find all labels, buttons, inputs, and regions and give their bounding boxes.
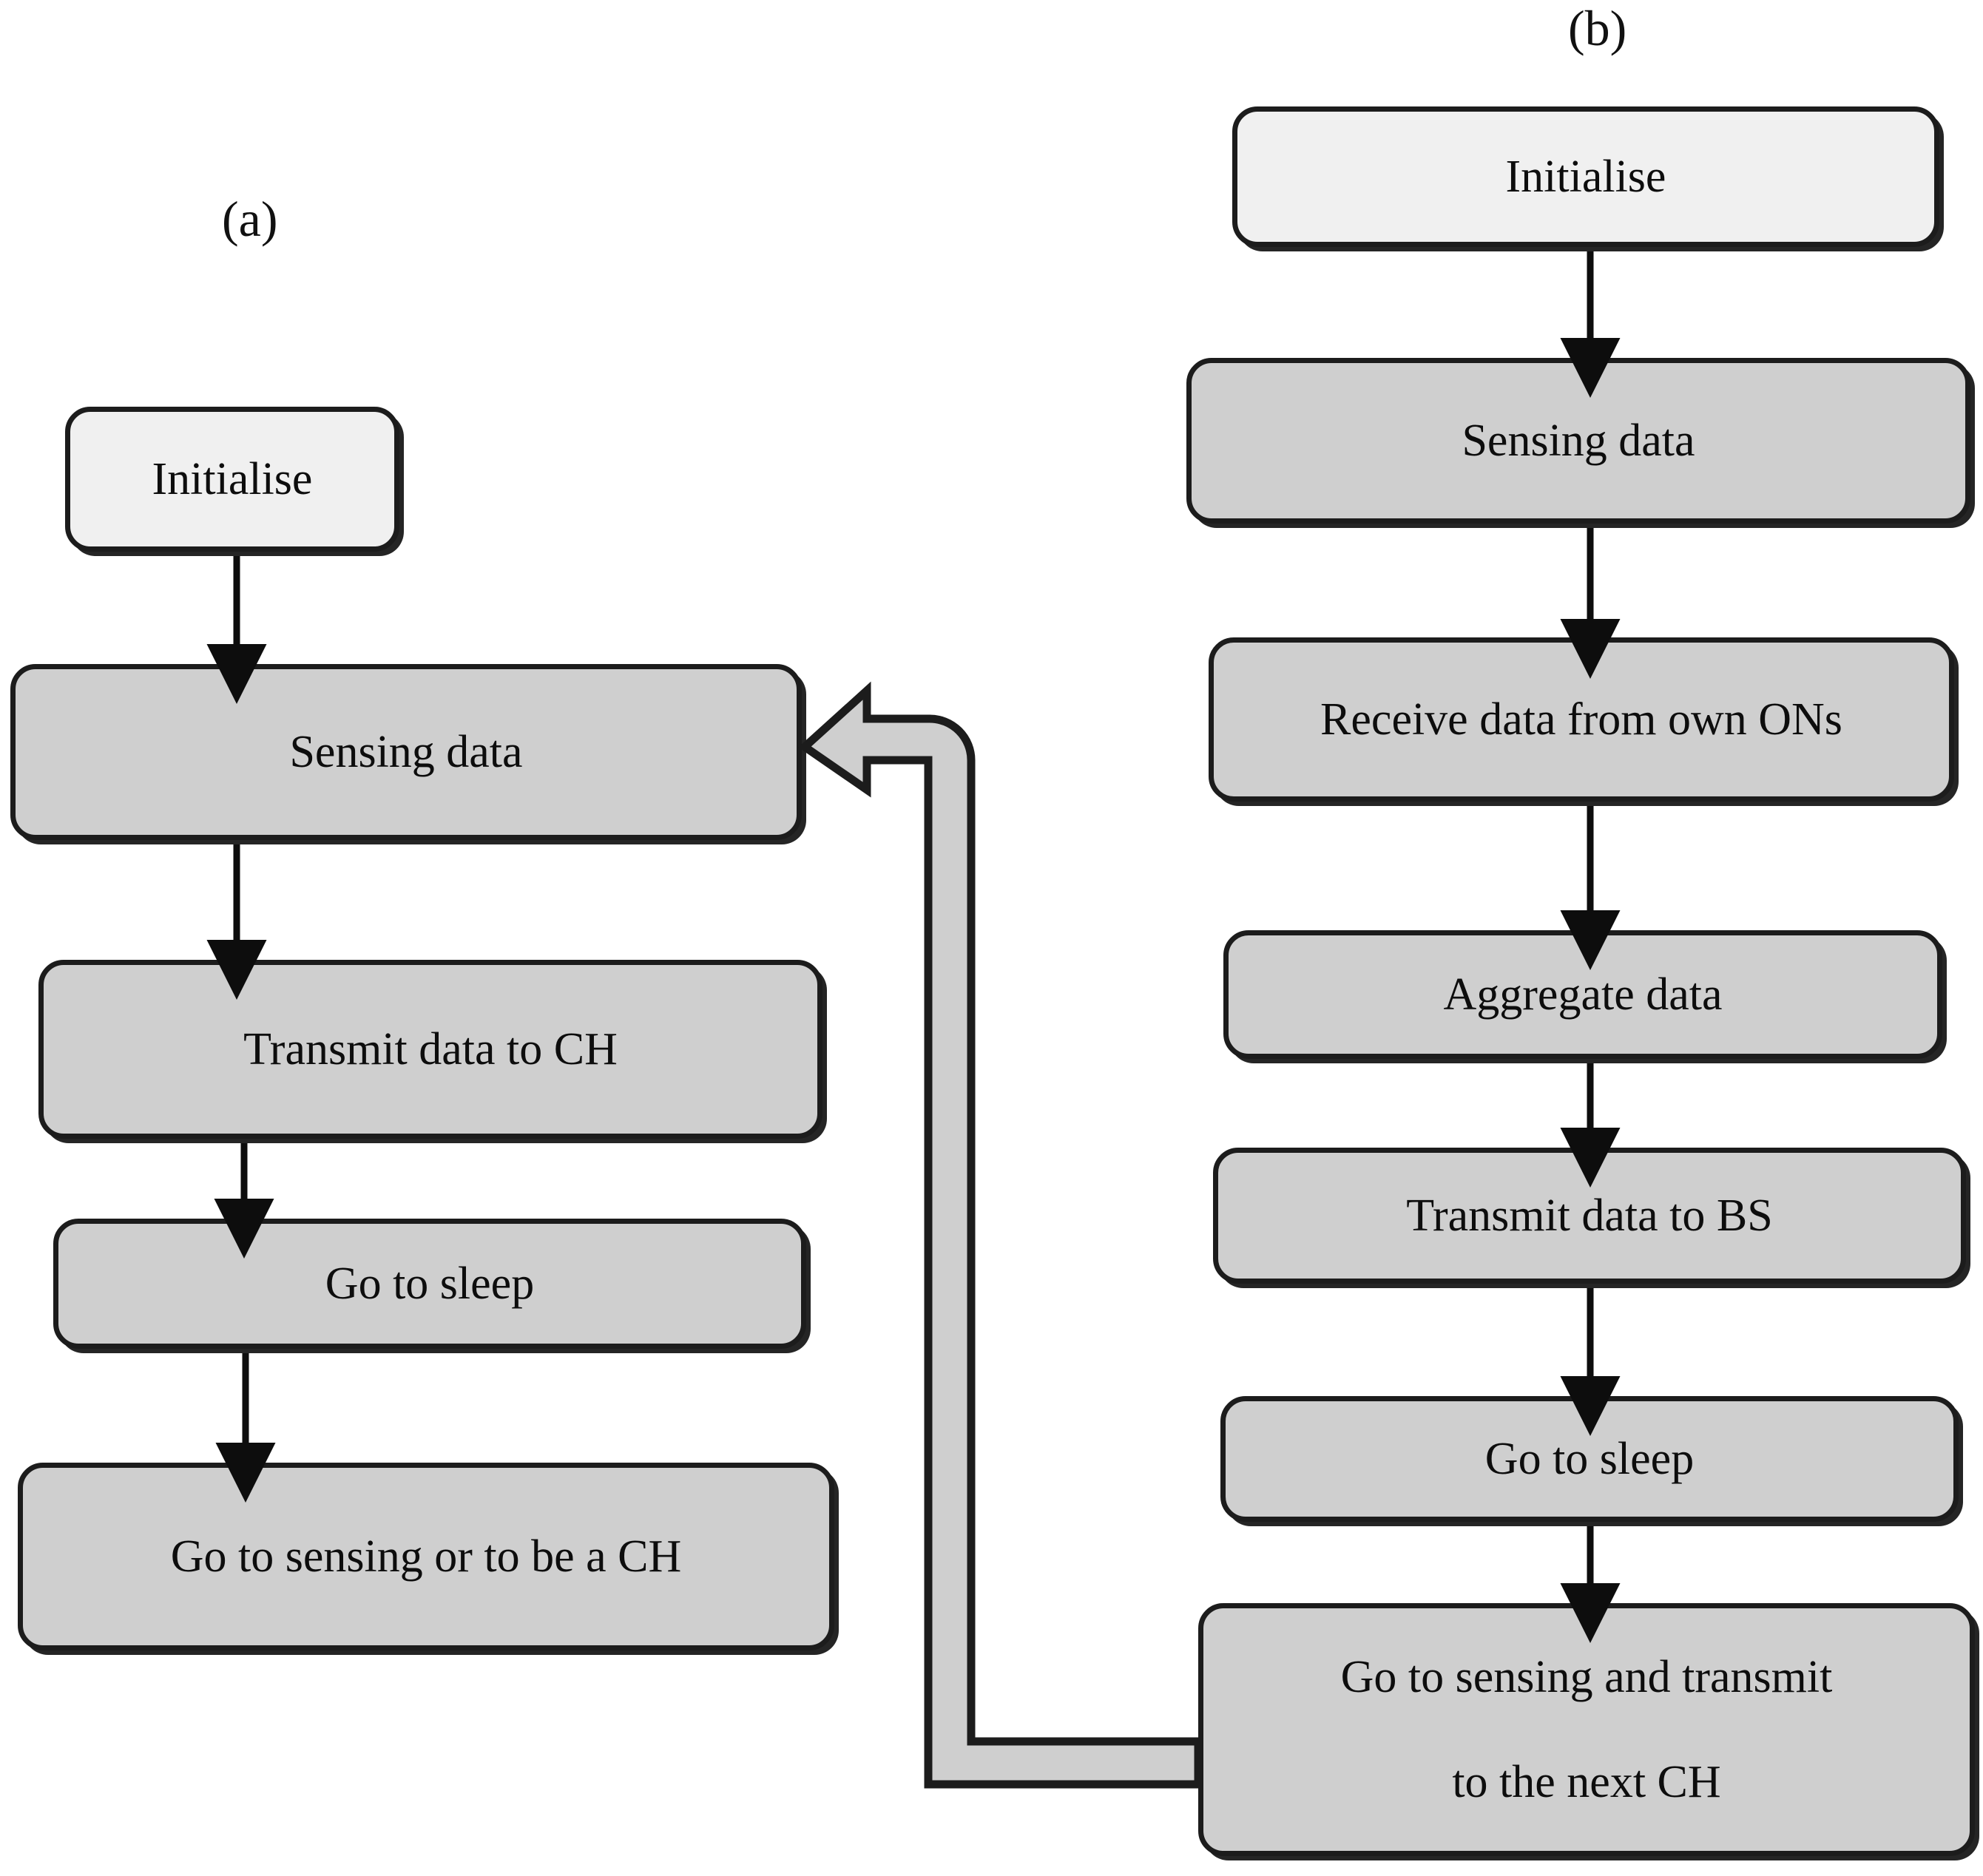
node-b-initialise[interactable]: Initialise	[1232, 106, 1939, 247]
node-b-line2: to the next CH	[1452, 1757, 1721, 1807]
node-b-aggregate-data-label: Aggregate data	[1443, 969, 1723, 1020]
edge-feedback-block-arrow	[798, 681, 1203, 1789]
node-b-go-to-sleep-label: Go to sleep	[1484, 1433, 1695, 1484]
panel-label-a: (a)	[222, 191, 278, 247]
node-a-initialise-label: Initialise	[152, 453, 313, 504]
node-b-transmit-data-to-bs-label: Transmit data to BS	[1406, 1190, 1773, 1241]
node-b-receive-data-from-own-ons-label: Receive data from own ONs	[1320, 694, 1842, 745]
node-b-aggregate-data[interactable]: Aggregate data	[1223, 930, 1942, 1059]
node-b-initialise-label: Initialise	[1505, 151, 1666, 202]
node-a-sensing-data[interactable]: Sensing data	[10, 664, 802, 840]
node-b-go-to-sensing-and-transmit-label: Go to sensing and transmit to the next C…	[1217, 1642, 1956, 1818]
node-b-transmit-data-to-bs[interactable]: Transmit data to BS	[1213, 1148, 1966, 1284]
node-b-go-to-sleep[interactable]: Go to sleep	[1220, 1396, 1959, 1522]
node-b-receive-data-from-own-ons[interactable]: Receive data from own ONs	[1209, 637, 1954, 802]
node-a-go-to-sensing-or-ch-label: Go to sensing or to be a CH	[170, 1531, 682, 1582]
node-b-sensing-data[interactable]: Sensing data	[1186, 358, 1970, 524]
node-a-go-to-sleep-label: Go to sleep	[325, 1258, 535, 1309]
node-a-go-to-sleep[interactable]: Go to sleep	[53, 1219, 806, 1349]
node-a-transmit-data-to-ch[interactable]: Transmit data to CH	[38, 960, 822, 1139]
node-a-go-to-sensing-or-ch[interactable]: Go to sensing or to be a CH	[18, 1463, 834, 1650]
node-b-line1: Go to sensing and transmit	[1340, 1651, 1833, 1702]
panel-label-b: (b)	[1568, 0, 1627, 56]
node-b-sensing-data-label: Sensing data	[1462, 415, 1695, 466]
node-a-sensing-data-label: Sensing data	[289, 726, 523, 777]
node-b-go-to-sensing-and-transmit[interactable]: Go to sensing and transmit to the next C…	[1198, 1603, 1975, 1856]
node-a-initialise[interactable]: Initialise	[65, 407, 399, 552]
node-a-transmit-data-to-ch-label: Transmit data to CH	[243, 1023, 618, 1074]
